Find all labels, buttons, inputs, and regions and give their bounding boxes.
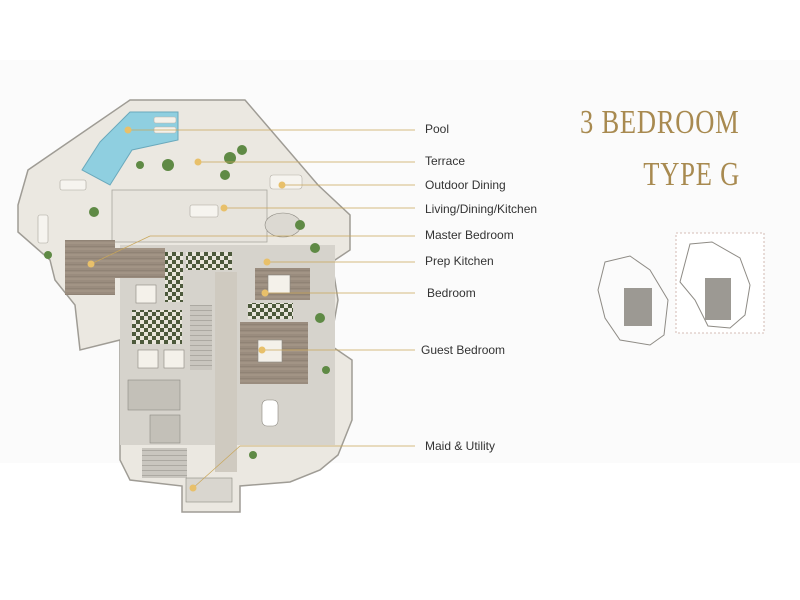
lounge-sofa [59, 179, 87, 191]
marker-living [220, 204, 228, 212]
bed [267, 274, 291, 294]
legend-label-prep-kitchen: Prep Kitchen [425, 254, 494, 268]
key-plan [597, 232, 765, 346]
marker-bedroom [261, 289, 269, 297]
legend-label-bedroom: Bedroom [427, 286, 476, 300]
legend-label-maid-utility: Maid & Utility [425, 439, 495, 453]
trees [44, 145, 330, 459]
leader-line-master-bedroom [90, 235, 151, 265]
marker-outdoor-dining [278, 181, 286, 189]
bathroom [127, 379, 181, 411]
marker-terrace [194, 158, 202, 166]
title-line-1: 3 BEDROOM [580, 104, 740, 141]
key-plan-core-right [705, 278, 731, 320]
marker-pool [124, 126, 132, 134]
marker-prep-kitchen [263, 258, 271, 266]
key-plan-unit-left [597, 255, 669, 346]
key-plan-core-left [624, 288, 652, 326]
legend-label-outdoor-dining: Outdoor Dining [425, 178, 506, 192]
bed [137, 349, 159, 369]
legend-label-guest-bedroom: Guest Bedroom [421, 343, 505, 357]
planter [186, 252, 232, 270]
leader-line-maid [192, 445, 241, 489]
dining-table [189, 204, 219, 218]
marker-guest-bedroom [258, 346, 266, 354]
living-floor [111, 189, 268, 243]
planter [165, 252, 183, 302]
bed [163, 349, 185, 369]
bathtub [261, 399, 279, 427]
bathroom [149, 414, 181, 444]
study-wood-floor [65, 240, 115, 295]
legend-label-living-dining-kitchen: Living/Dining/Kitchen [425, 202, 537, 216]
title-line-2: TYPE G [643, 156, 740, 193]
bed [257, 339, 283, 363]
marker-master-bedroom [87, 260, 95, 268]
legend: Pool Terrace Outdoor Dining Living/Dinin… [421, 122, 537, 453]
key-plan-unit-right [679, 241, 751, 329]
stairs [142, 448, 187, 478]
planter [132, 310, 182, 344]
corridor-wood-floor [110, 248, 165, 278]
stairs [190, 305, 212, 370]
marker-maid [189, 484, 197, 492]
outdoor-dining-table [269, 174, 303, 190]
corridor [215, 272, 237, 472]
legend-label-master-bedroom: Master Bedroom [425, 228, 514, 242]
location-markers [87, 126, 286, 492]
lounge-sofa [37, 214, 49, 244]
leader-lines [90, 129, 415, 489]
planter [248, 303, 293, 319]
sunbed [153, 116, 177, 124]
legend-label-terrace: Terrace [425, 154, 465, 168]
legend-label-pool: Pool [425, 122, 449, 136]
bed [135, 284, 157, 304]
